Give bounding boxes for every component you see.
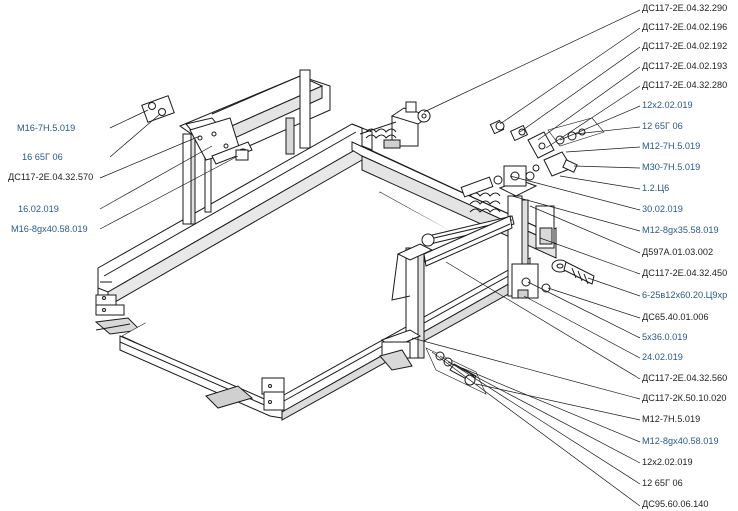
callout-link[interactable]: 12 65Г 06 <box>642 121 683 131</box>
callout-label: ДС117-2Е.04.32.450 <box>642 268 728 278</box>
callout-label: ДС117-2Е.04.32.560 <box>642 373 728 383</box>
callout-link[interactable]: 16 65Г 06 <box>22 152 63 162</box>
callout-label: ДС117-2Е.04.02.196 <box>642 22 728 32</box>
callout-label: 12 65Г 06 <box>642 478 683 488</box>
callout-link[interactable]: 12х2.02.019 <box>642 100 693 110</box>
callout-label: ДС117-2Е.04.32.570 <box>8 172 94 182</box>
bottom-bolt-set <box>425 347 487 395</box>
callout-label: 12х2.02.019 <box>642 457 693 467</box>
callout-label: ДС117-2К.50.10.020 <box>642 393 727 403</box>
right-bracket-unit <box>421 165 595 299</box>
callout-label: ДС117-2Е.04.32.280 <box>642 80 728 90</box>
callout-label: ДС117-2Е.04.02.192 <box>642 41 728 51</box>
callout-label: М12-7Н.5.019 <box>642 414 701 424</box>
callout-label: Д597А.01.03.002 <box>642 247 714 257</box>
callout-link[interactable]: 16.02.019 <box>18 204 59 214</box>
callout-link[interactable]: М12-8gх35.58.019 <box>642 225 719 235</box>
leader-lines <box>99 9 641 507</box>
callout-link[interactable]: М12-7Н.5.019 <box>642 141 701 151</box>
callout-label: ДС117-2Е.04.02.193 <box>642 61 728 71</box>
callout-link[interactable]: М12-8gх40.58.019 <box>642 436 719 446</box>
callout-label: ДС65.40.01.006 <box>642 312 709 322</box>
callout-link[interactable]: М16-8gх40.58.019 <box>11 224 88 234</box>
callout-link[interactable]: М30-7Н.5.019 <box>642 162 701 172</box>
callout-label: ДС95.60.06.140 <box>642 499 709 509</box>
callout-link[interactable]: 24.02.019 <box>642 352 683 362</box>
top-spring-unit <box>359 101 432 149</box>
callout-link[interactable]: 6-25в12х60.20.Ц9хр <box>642 290 728 300</box>
front-post <box>379 215 513 371</box>
main-frame <box>94 123 557 421</box>
callout-link[interactable]: 30.02.019 <box>642 204 683 214</box>
callout-link[interactable]: М16-7Н.5.019 <box>17 123 76 133</box>
right-top-hardware <box>489 117 605 181</box>
callout-label: ДС117-2Е.04.32.290 <box>642 3 728 13</box>
left-stand <box>141 69 331 225</box>
callout-link[interactable]: 5х36.0.019 <box>642 332 688 342</box>
callout-link[interactable]: 1.2.Ц6 <box>642 183 670 193</box>
